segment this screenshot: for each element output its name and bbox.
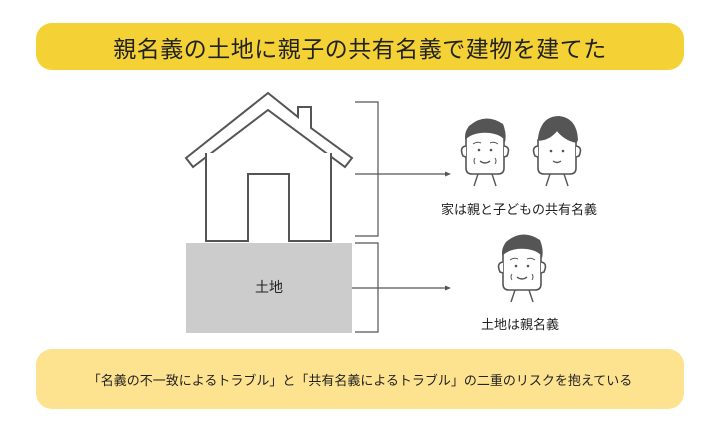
- parent-face-icon: [497, 234, 547, 303]
- summary-text: 「名義の不一致によるトラブル」と「共有名義によるトラブル」の二重のリスクを抱えて…: [87, 373, 633, 389]
- land-block: [186, 243, 352, 333]
- land-owner-caption: 土地は親名義: [481, 318, 560, 333]
- house-icon: [184, 91, 354, 242]
- arrow-icon: [352, 171, 451, 291]
- land-label: 土地: [255, 280, 283, 296]
- bracket-icon: [355, 101, 379, 333]
- page-title: 親名義の土地に親子の共有名義で建物を建てた: [113, 36, 607, 63]
- house-owner-caption: 家は親と子どもの共有名義: [441, 203, 598, 218]
- child-face-icon: [532, 116, 582, 187]
- parent-face-icon: [460, 118, 510, 187]
- summary-banner: 「名義の不一致によるトラブル」と「共有名義によるトラブル」の二重のリスクを抱えて…: [36, 349, 684, 409]
- title-banner: 親名義の土地に親子の共有名義で建物を建てた: [36, 23, 684, 70]
